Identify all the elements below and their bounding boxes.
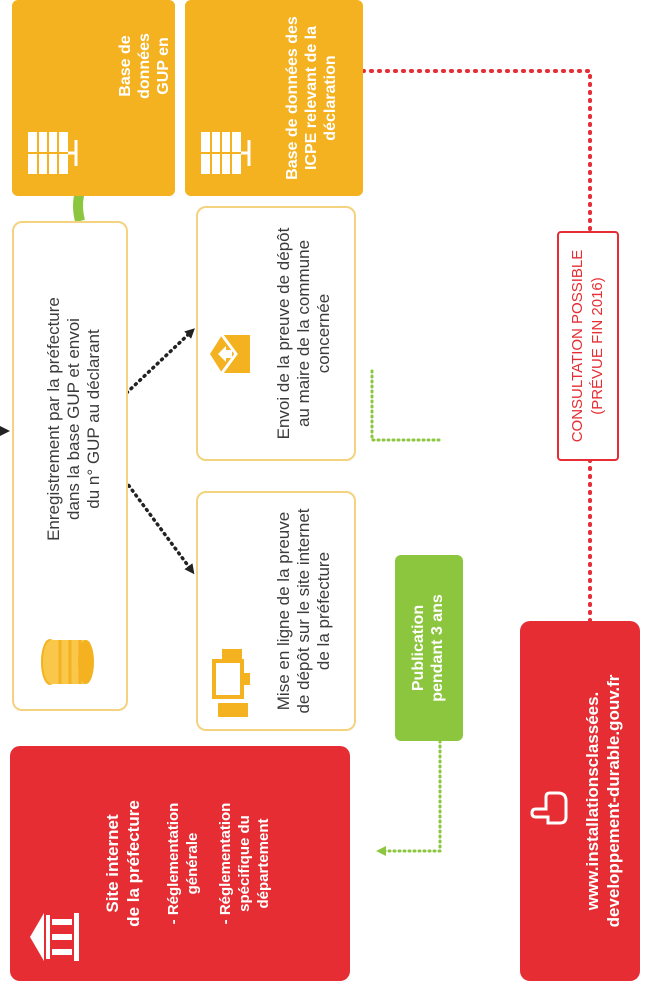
mayor-line: Envoi de la preuve de dépôt bbox=[274, 227, 293, 440]
consultation-line: (PRÉVUE FIN 2016) bbox=[589, 277, 606, 415]
national-site-line: www.installationsclassées. bbox=[583, 691, 602, 911]
db-icpe-text: Base de données des ICPE relevant de la … bbox=[283, 4, 340, 192]
online-box: Mise en ligne de la preuve de dépôt sur … bbox=[196, 491, 356, 731]
mayor-text: Envoi de la preuve de dépôt au maire de … bbox=[274, 208, 334, 459]
prefecture-site-item2: - Réglementation spécifique du départeme… bbox=[216, 754, 273, 973]
national-site-text: www.installationsclassées. developpement… bbox=[582, 621, 624, 981]
mayor-line: au maire de la commune bbox=[294, 239, 313, 428]
computer-icon bbox=[208, 645, 263, 719]
registration-box: Enregistrement par la préfecture dans la… bbox=[12, 221, 128, 711]
arrow-publication bbox=[370, 369, 442, 851]
prefecture-title-line: Site internet bbox=[103, 814, 122, 913]
publication-box: Publication pendant 3 ans bbox=[395, 555, 463, 741]
online-text: Mise en ligne de la preuve de dépôt sur … bbox=[274, 493, 334, 729]
registration-text: Enregistrement par la préfecture dans la… bbox=[44, 239, 104, 599]
prefecture-item-line: département bbox=[255, 818, 272, 909]
building-icon bbox=[26, 909, 87, 965]
national-site-line: developpement-durable.gouv.fr bbox=[604, 674, 623, 928]
online-line: de dépôt sur le site internet bbox=[294, 508, 313, 714]
prefecture-site-title: Site internet de la préfecture bbox=[102, 754, 144, 973]
arrow-to-online bbox=[116, 469, 195, 575]
database-icon bbox=[24, 128, 87, 178]
database-icon bbox=[197, 128, 260, 178]
registration-line: du n° GUP au déclarant bbox=[84, 329, 103, 509]
mayor-box: Envoi de la preuve de dépôt au maire de … bbox=[196, 206, 356, 461]
online-line: Mise en ligne de la preuve bbox=[274, 511, 293, 711]
prefecture-item-line: générale bbox=[184, 832, 201, 895]
db-icpe-line: déclaration bbox=[322, 55, 339, 141]
db-gup-line: Base de données bbox=[117, 33, 153, 99]
mayor-line: concernée bbox=[314, 293, 333, 374]
db-icpe-line: Base de données des bbox=[284, 16, 301, 180]
db-icpe-box: Base de données des ICPE relevant de la … bbox=[185, 0, 363, 196]
prefecture-item-line: - Réglementation bbox=[165, 802, 182, 925]
national-site-box: www.installationsclassées. developpement… bbox=[520, 621, 640, 981]
consultation-text: CONSULTATION POSSIBLE (PRÉVUE FIN 2016) bbox=[568, 233, 608, 459]
consultation-line: CONSULTATION POSSIBLE bbox=[569, 249, 586, 443]
prefecture-item-line: spécifique du bbox=[236, 815, 253, 912]
arrow-to-mayor bbox=[116, 328, 195, 403]
consultation-label: CONSULTATION POSSIBLE (PRÉVUE FIN 2016) bbox=[557, 231, 619, 461]
prefecture-site-item1: - Réglementation générale bbox=[164, 754, 202, 973]
online-line: de la préfecture bbox=[314, 551, 333, 671]
db-icpe-line: ICPE relevant de la bbox=[303, 25, 320, 171]
publication-line: pendant 3 ans bbox=[429, 594, 446, 702]
registration-line: Enregistrement par la préfecture bbox=[44, 297, 63, 541]
coins-icon bbox=[36, 633, 107, 691]
pointer-hand-icon bbox=[530, 787, 575, 831]
prefecture-item-line: - Réglementation bbox=[217, 802, 234, 925]
mail-icon bbox=[208, 331, 259, 377]
arrow-consultation bbox=[361, 69, 596, 677]
publication-line: Publication bbox=[410, 604, 427, 692]
publication-text: Publication pendant 3 ans bbox=[409, 555, 447, 741]
prefecture-site-box: Site internet de la préfecture - Régleme… bbox=[10, 746, 350, 981]
prefecture-title-line: de la préfecture bbox=[124, 800, 143, 927]
registration-line: dans la base GUP et envoi bbox=[64, 318, 83, 520]
db-gup-text: Base de données GUP en préfecture bbox=[116, 6, 192, 126]
db-gup-box: Base de données GUP en préfecture bbox=[12, 0, 191, 196]
